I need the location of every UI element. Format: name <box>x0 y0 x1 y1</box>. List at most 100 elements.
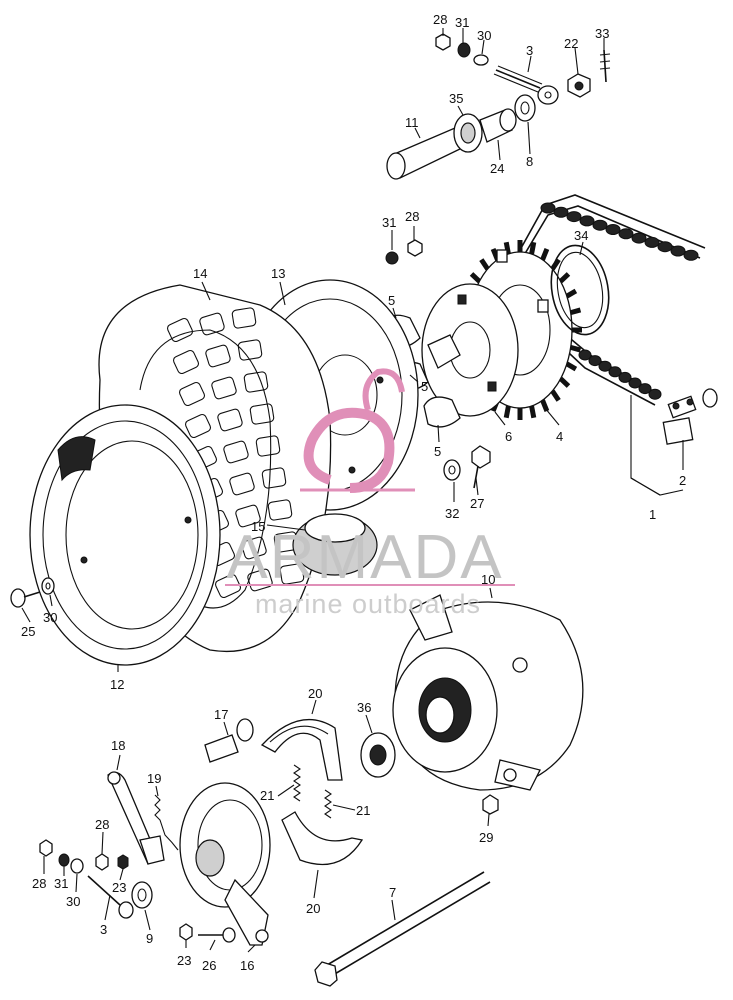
callout-3: 3 <box>526 43 533 58</box>
nut-23-low <box>179 923 193 941</box>
chain-link <box>605 224 621 235</box>
tread-block <box>217 408 243 432</box>
nut-28-mid <box>407 239 423 257</box>
watermark-logo: ARMADA marine outboards <box>225 368 515 619</box>
sprocket-tooth <box>503 405 511 419</box>
tread-block <box>211 376 237 400</box>
sprocket-tooth <box>570 344 582 353</box>
sprocket-tooth <box>529 405 537 419</box>
nut-28-low <box>95 853 109 871</box>
callout-31: 31 <box>455 15 469 30</box>
chain-links-top <box>540 202 699 261</box>
pin-33 <box>599 49 611 83</box>
callout-30: 30 <box>66 894 80 909</box>
brake-shoe-20-top <box>260 719 343 781</box>
callout-20: 20 <box>306 901 320 916</box>
callout-29: 29 <box>479 830 493 845</box>
sprocket-tooth <box>469 272 482 284</box>
leader-lines <box>21 28 684 953</box>
callout-31: 31 <box>382 215 396 230</box>
chain-link <box>592 219 608 231</box>
callout-28: 28 <box>405 209 419 224</box>
washer-30-top <box>473 54 489 66</box>
callout-13: 13 <box>271 266 285 281</box>
callout-27: 27 <box>470 496 484 511</box>
nut-28-left <box>39 839 53 857</box>
washer-31-mid <box>385 251 399 265</box>
chain-link <box>648 388 662 400</box>
watermark-tagline: marine outboards <box>255 589 481 619</box>
collar-9 <box>131 881 153 909</box>
sprocket-tooth <box>529 241 537 255</box>
callout-1: 1 <box>649 507 656 522</box>
chain-link <box>670 245 686 257</box>
callout-10: 10 <box>481 572 495 587</box>
callout-21: 21 <box>260 788 274 803</box>
chain-link <box>540 202 556 214</box>
brake-shoe-20-bottom <box>281 811 364 866</box>
callout-15: 15 <box>251 519 265 534</box>
sprocket-tooth <box>565 288 578 299</box>
tread-block <box>166 317 194 343</box>
sprocket-tooth <box>550 389 561 402</box>
washer-30-left <box>41 577 55 595</box>
callout-labels: 28 31 30 3 22 33 11 35 24 8 31 28 34 14 … <box>21 12 686 973</box>
callout-6: 6 <box>505 429 512 444</box>
callout-12: 12 <box>110 677 124 692</box>
nut-23-mid <box>117 854 129 870</box>
chain-link <box>644 236 660 248</box>
callout-30: 30 <box>43 610 57 625</box>
tread-block <box>237 339 263 361</box>
chain-link <box>566 211 582 223</box>
chain-link <box>579 215 595 227</box>
chain-link <box>578 349 592 361</box>
callout-16: 16 <box>240 958 254 973</box>
bolt-27 <box>471 445 491 489</box>
callout-24: 24 <box>490 161 504 176</box>
nut-29 <box>482 794 499 815</box>
washer-31-low <box>58 853 70 867</box>
sprocket-tooth <box>558 272 571 284</box>
callout-23: 23 <box>177 953 191 968</box>
washer-8 <box>514 94 536 122</box>
chain-links-bottom <box>578 349 662 400</box>
callout-22: 22 <box>564 36 578 51</box>
axle-7 <box>314 871 491 987</box>
wheel-rim-12 <box>29 404 221 666</box>
watermark-brand: ARMADA <box>226 523 503 592</box>
chain-link <box>598 360 612 372</box>
tread-block <box>267 499 293 521</box>
tread-block <box>243 371 269 393</box>
callout-30: 30 <box>477 28 491 43</box>
callout-32: 32 <box>445 506 459 521</box>
callout-14: 14 <box>193 266 207 281</box>
tread-block <box>249 403 275 425</box>
callout-5: 5 <box>388 293 395 308</box>
callout-4: 4 <box>556 429 563 444</box>
callout-21: 21 <box>356 803 370 818</box>
circlip-34 <box>550 244 610 336</box>
callout-28: 28 <box>433 12 447 27</box>
sprocket-tooth <box>540 247 550 261</box>
callout-11: 11 <box>405 115 419 130</box>
callout-31: 31 <box>54 876 68 891</box>
sprocket-tooth <box>570 307 582 316</box>
tread-block <box>255 435 281 457</box>
inner-tube-15 <box>292 513 378 576</box>
tread-block <box>279 563 305 585</box>
callout-5: 5 <box>421 379 428 394</box>
tread-block <box>247 568 273 592</box>
callout-3: 3 <box>100 922 107 937</box>
tread-block <box>261 467 287 489</box>
callout-25: 25 <box>21 624 35 639</box>
callout-28: 28 <box>95 817 109 832</box>
adjuster-3-top <box>493 65 559 105</box>
spring-19 <box>154 794 179 851</box>
adjuster-3-low <box>87 875 134 919</box>
callout-23: 23 <box>112 880 126 895</box>
bolt-26 <box>198 927 236 943</box>
callout-9: 9 <box>146 931 153 946</box>
callout-33: 33 <box>595 26 609 41</box>
chain-joint-2 <box>662 388 718 445</box>
rear-hub-10 <box>392 594 584 791</box>
